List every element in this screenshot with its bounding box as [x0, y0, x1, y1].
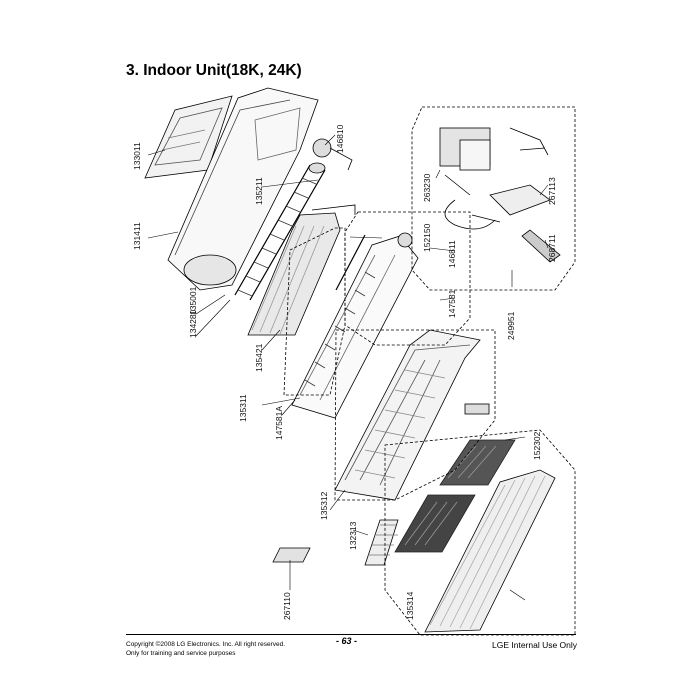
part-label: 152302	[532, 431, 542, 460]
section-title: 3. Indoor Unit(18K, 24K)	[126, 62, 302, 79]
part-label: 267110	[282, 592, 292, 620]
deodorizing-filter-part	[364, 519, 399, 566]
part-label: 135311	[238, 394, 248, 422]
footer-copyright: Copyright ©2008 LG Electronics. Inc. All…	[126, 640, 285, 658]
part-label: 147581	[447, 289, 457, 318]
louver-assembly-part	[291, 235, 419, 419]
page-number: - 63 -	[336, 636, 358, 646]
part-label: 131411	[132, 222, 142, 250]
internal-use-note: LGE Internal Use Only	[492, 640, 578, 650]
part-label: 133011	[132, 142, 142, 170]
part-number-labels: 133011 131411 135001 134280 135211 14681…	[132, 124, 557, 620]
part-label: 135312	[319, 491, 329, 520]
part-label: 146810	[335, 124, 345, 153]
part-label: 135314	[405, 591, 415, 620]
part-label: 135421	[254, 343, 264, 372]
part-label: 268711	[547, 234, 557, 262]
part-label: 134280	[188, 309, 198, 338]
control-box-part	[144, 95, 233, 179]
usage-text: Only for training and service purposes	[126, 650, 236, 657]
part-label: 135211	[254, 177, 264, 205]
part-label: 152150	[422, 223, 432, 252]
part-label: 146811	[447, 240, 457, 268]
footer-rule	[126, 634, 576, 635]
part-label: 135001	[188, 286, 198, 315]
remote-holder-part	[272, 547, 311, 563]
front-panel-part	[424, 469, 556, 633]
part-label: 263230	[422, 173, 432, 202]
cross-flow-fan-part	[234, 162, 326, 301]
electrical-parts	[439, 127, 561, 263]
copyright-text: Copyright ©2008 LG Electronics. Inc. All…	[126, 641, 286, 648]
chassis-part	[167, 87, 319, 291]
air-filter-part	[394, 439, 516, 553]
part-label: 267113	[547, 177, 557, 205]
part-label: 249951	[506, 311, 516, 340]
part-label: 132313	[348, 521, 358, 550]
part-label: 147581A	[274, 406, 284, 440]
